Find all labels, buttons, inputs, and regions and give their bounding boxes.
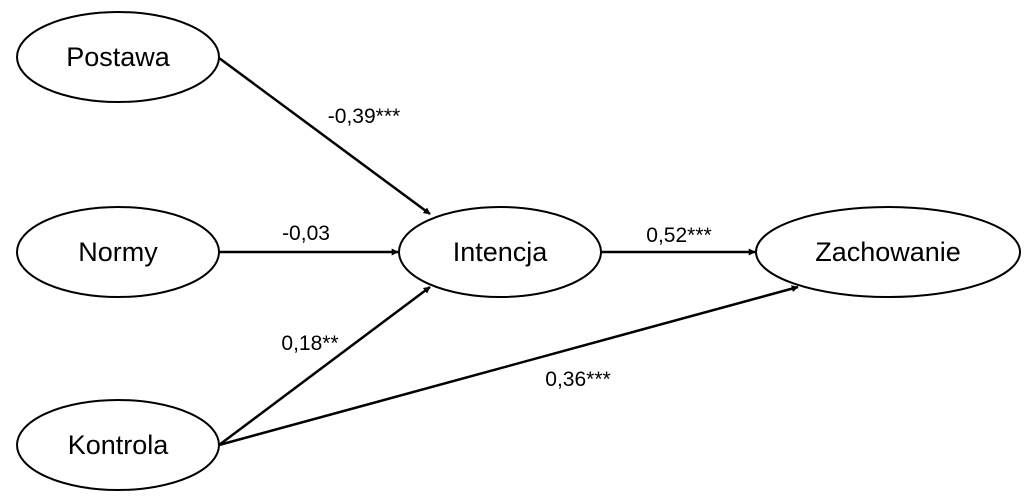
edge-label-postawa-intencja: -0,39***	[328, 105, 400, 128]
node-zachowanie: Zachowanie	[755, 206, 1021, 298]
edge-label-normy-intencja: -0,03	[282, 222, 330, 245]
node-label-intencja: Intencja	[453, 237, 549, 267]
node-label-kontrola: Kontrola	[68, 430, 170, 460]
node-label-postawa: Postawa	[66, 42, 171, 72]
node-intencja: Intencja	[398, 206, 602, 298]
node-label-zachowanie: Zachowanie	[815, 237, 961, 267]
node-kontrola: Kontrola	[16, 399, 220, 491]
edge-label-kontrola-intencja: 0,18**	[281, 332, 338, 355]
edge-postawa-intencja	[218, 56, 431, 216]
node-normy: Normy	[16, 206, 220, 298]
node-label-normy: Normy	[78, 237, 158, 267]
node-postawa: Postawa	[16, 11, 220, 103]
edge-kontrola-intencja	[218, 285, 431, 447]
edge-label-intencja-zachowanie: 0,52***	[646, 224, 711, 247]
edge-kontrola-zachowanie	[218, 285, 799, 447]
edge-label-kontrola-zachowanie: 0,36***	[545, 368, 610, 391]
